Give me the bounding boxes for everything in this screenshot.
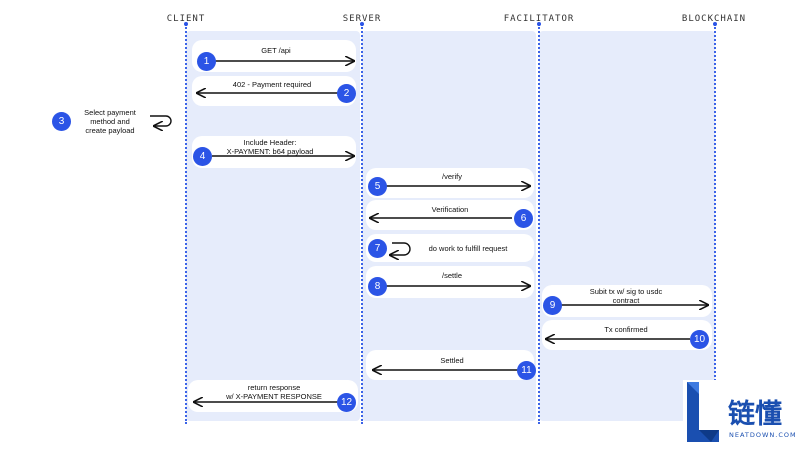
step-label-4: Include Header: X-PAYMENT: b64 payload bbox=[227, 138, 314, 156]
step-card-8 bbox=[366, 266, 534, 298]
step-label-3-line2: method and bbox=[90, 117, 130, 126]
step-badge-4: 4 bbox=[193, 147, 212, 166]
step-label-12-line2: w/ X-PAYMENT RESPONSE bbox=[226, 392, 322, 401]
step-label-8: /settle bbox=[441, 271, 463, 280]
step-card-2 bbox=[192, 76, 356, 106]
watermark-cn: 链懂 bbox=[728, 399, 782, 430]
step-label-12-line1: return response bbox=[247, 383, 301, 392]
step-label-1: GET /api bbox=[261, 46, 291, 55]
step-card-1 bbox=[192, 40, 356, 72]
step-card-5 bbox=[366, 168, 534, 198]
lane-header-server: SERVER bbox=[342, 14, 382, 24]
step-badge-3: 3 bbox=[52, 112, 71, 131]
step-label-3: Select payment method and create payload bbox=[78, 108, 142, 135]
lane-header-facilitator: FACILITATOR bbox=[503, 14, 575, 24]
step-label-4-line2: X-PAYMENT: b64 payload bbox=[226, 147, 314, 156]
step-label-4-line1: Include Header: bbox=[243, 138, 297, 147]
client-dot bbox=[184, 22, 188, 26]
step-label-12: return response w/ X-PAYMENT RESPONSE bbox=[226, 383, 322, 401]
step-label-6: Verification bbox=[431, 205, 469, 214]
facilitator-lane bbox=[539, 31, 715, 421]
step-label-7: do work to fulfill request bbox=[428, 244, 508, 253]
step-card-10 bbox=[542, 320, 712, 350]
server-lifeline bbox=[361, 24, 363, 424]
lane-header-client: CLIENT bbox=[166, 14, 206, 24]
client-lifeline bbox=[185, 24, 187, 424]
step-badge-5: 5 bbox=[368, 177, 387, 196]
facilitator-lifeline bbox=[538, 24, 540, 424]
lane-header-blockchain: BLOCKCHAIN bbox=[681, 14, 747, 24]
server-dot bbox=[360, 22, 364, 26]
step-badge-12: 12 bbox=[337, 393, 356, 412]
step-badge-11: 11 bbox=[517, 361, 536, 380]
step-label-2: 402 - Payment required bbox=[232, 80, 312, 89]
step-label-5: /verify bbox=[441, 172, 463, 181]
loop-arrow-7 bbox=[390, 242, 411, 255]
watermark-logo-icon bbox=[683, 380, 723, 446]
step-badge-10: 10 bbox=[690, 330, 709, 349]
step-badge-6: 6 bbox=[514, 209, 533, 228]
loop-arrow-3 bbox=[150, 115, 172, 126]
step-card-12 bbox=[188, 380, 358, 412]
step-badge-7: 7 bbox=[368, 239, 387, 258]
step-label-9-line2: contract bbox=[612, 296, 640, 305]
step-card-4 bbox=[192, 136, 356, 168]
blockchain-lifeline bbox=[714, 24, 716, 424]
step-label-10: Tx confirmed bbox=[604, 325, 648, 334]
blockchain-dot bbox=[713, 22, 717, 26]
step-label-11: Settled bbox=[440, 356, 464, 365]
step-card-6 bbox=[366, 200, 534, 230]
step-label-3-line3: create payload bbox=[85, 126, 135, 135]
step-badge-9: 9 bbox=[543, 296, 562, 315]
watermark-en: NEATDOWN.COM bbox=[729, 431, 797, 439]
step-card-11 bbox=[366, 350, 534, 380]
step-label-9: Subit tx w/ sig to usdc contract bbox=[590, 287, 663, 305]
step-badge-8: 8 bbox=[368, 277, 387, 296]
step-label-3-line1: Select payment bbox=[84, 108, 136, 117]
step-card-9 bbox=[542, 285, 712, 317]
step-badge-2: 2 bbox=[337, 84, 356, 103]
step-badge-1: 1 bbox=[197, 52, 216, 71]
step-label-9-line1: Subit tx w/ sig to usdc bbox=[589, 287, 663, 296]
facilitator-dot bbox=[537, 22, 541, 26]
